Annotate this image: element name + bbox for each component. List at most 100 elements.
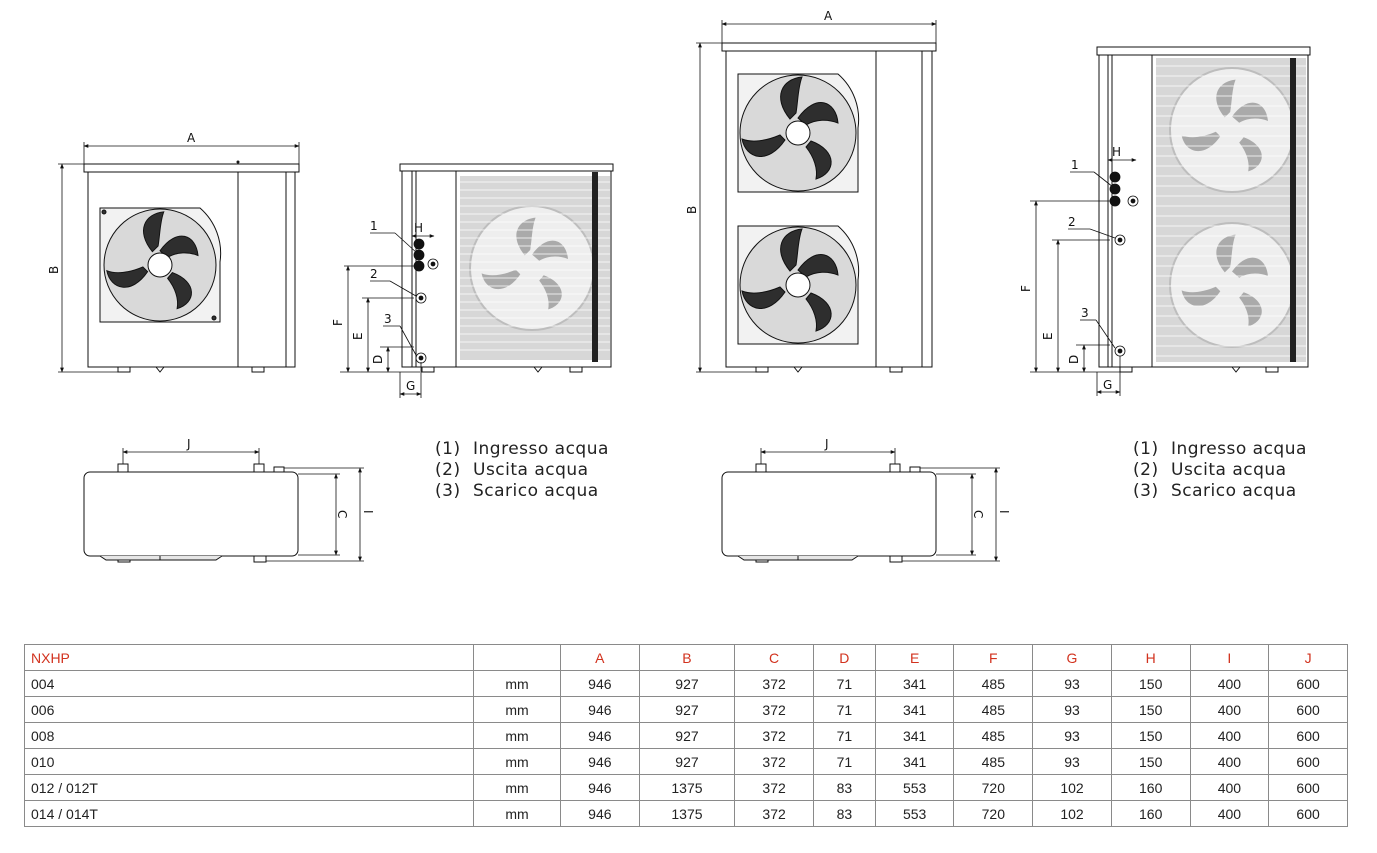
dim-label-c-1: C <box>335 510 349 518</box>
dim-label-i-1: I <box>361 510 375 514</box>
legend-number: (1) <box>435 439 461 459</box>
cell-value: 372 <box>734 696 814 723</box>
unit-small-connections <box>370 232 439 364</box>
technical-drawing: A B <box>47 9 1311 563</box>
cell-value: 400 <box>1189 800 1270 827</box>
dim-label-j-2: J <box>824 437 829 451</box>
header-dimension: H <box>1110 644 1191 671</box>
drawing-canvas: A B <box>47 9 1311 563</box>
cell-value: 400 <box>1189 774 1270 801</box>
cell-value: 71 <box>812 696 876 723</box>
cell-value: 102 <box>1032 774 1112 801</box>
legend-number: (2) <box>435 460 461 480</box>
legend-item: (2)Uscita acqua <box>435 460 609 481</box>
cell-value: 341 <box>874 748 955 775</box>
cell-unit: mm <box>473 774 561 801</box>
header-dimension: J <box>1268 644 1348 671</box>
cell-unit: mm <box>473 722 561 749</box>
cell-value: 93 <box>1032 748 1112 775</box>
cell-value: 372 <box>734 748 814 775</box>
cell-value: 720 <box>953 774 1034 801</box>
legend-right: (1)Ingresso acqua (2)Uscita acqua (3)Sca… <box>1133 439 1307 502</box>
cell-value: 485 <box>953 722 1034 749</box>
unit-large-front-view <box>721 42 937 373</box>
legend-label: Ingresso acqua <box>473 439 609 459</box>
cell-value: 102 <box>1032 800 1112 827</box>
cell-value: 946 <box>560 774 640 801</box>
cell-value: 485 <box>953 670 1034 697</box>
cell-value: 400 <box>1189 670 1270 697</box>
dim-label-c-2: C <box>971 510 985 518</box>
cell-value: 150 <box>1110 748 1191 775</box>
cell-value: 600 <box>1268 696 1348 723</box>
unit-small-top-view <box>83 463 299 563</box>
cell-value: 83 <box>812 774 876 801</box>
cell-value: 946 <box>560 800 640 827</box>
connection-1-label-left: 1 <box>370 219 378 233</box>
legend-label: Uscita acqua <box>1171 460 1287 480</box>
dim-label-b-1: B <box>47 266 61 274</box>
cell-unit: mm <box>473 800 561 827</box>
cell-unit: mm <box>473 696 561 723</box>
cell-model: 006 <box>24 696 474 723</box>
cell-value: 600 <box>1268 800 1348 827</box>
dim-label-j-1: J <box>186 437 191 451</box>
unit-small-top-dimensions <box>122 448 364 562</box>
legend-label: Scarico acqua <box>473 481 599 501</box>
unit-large-top-view <box>721 463 937 563</box>
unit-small-front-dimensions <box>58 142 300 373</box>
cell-value: 372 <box>734 800 814 827</box>
cell-value: 600 <box>1268 748 1348 775</box>
legend-number: (3) <box>1133 481 1159 501</box>
cell-model: 004 <box>24 670 474 697</box>
cell-value: 600 <box>1268 670 1348 697</box>
cell-value: 341 <box>874 670 955 697</box>
legend-item: (3) Scarico acqua <box>1133 481 1307 502</box>
dim-label-f-2: F <box>1019 285 1033 292</box>
cell-value: 93 <box>1032 670 1112 697</box>
cell-value: 927 <box>638 722 736 749</box>
header-unit <box>473 644 561 671</box>
legend-item: (1)Ingresso acqua <box>1133 439 1307 460</box>
header-dimension: I <box>1189 644 1270 671</box>
cell-value: 1375 <box>638 800 736 827</box>
cell-value: 927 <box>638 748 736 775</box>
cell-value: 71 <box>812 670 876 697</box>
cell-value: 485 <box>953 748 1034 775</box>
header-dimension: B <box>638 644 736 671</box>
header-dimension: G <box>1032 644 1112 671</box>
cell-model: 012 / 012T <box>24 774 474 801</box>
legend-label: Scarico acqua <box>1171 481 1297 501</box>
cell-value: 160 <box>1110 800 1191 827</box>
dim-label-f-1: F <box>331 319 345 326</box>
cell-value: 372 <box>734 670 814 697</box>
dim-label-e-2: E <box>1041 332 1055 340</box>
cell-value: 341 <box>874 696 955 723</box>
header-dimension: A <box>560 644 640 671</box>
unit-large-side-grille <box>1156 58 1306 362</box>
cell-value: 553 <box>874 800 955 827</box>
cell-value: 927 <box>638 670 736 697</box>
cell-value: 400 <box>1189 748 1270 775</box>
header-dimension: D <box>812 644 876 671</box>
dim-label-d-1: D <box>371 355 385 364</box>
dim-label-a-1: A <box>187 131 196 145</box>
dim-label-g-1: G <box>406 379 415 393</box>
cell-value: 93 <box>1032 722 1112 749</box>
dim-label-h-2: H <box>1112 145 1121 159</box>
cell-value: 600 <box>1268 722 1348 749</box>
cell-value: 400 <box>1189 696 1270 723</box>
cell-model: 014 / 014T <box>24 800 474 827</box>
dim-label-e-1: E <box>351 332 365 340</box>
dim-label-h-1: H <box>414 221 423 235</box>
cell-value: 600 <box>1268 774 1348 801</box>
connection-3-label-right: 3 <box>1081 306 1089 320</box>
cell-model: 010 <box>24 748 474 775</box>
cell-value: 83 <box>812 800 876 827</box>
header-dimension: C <box>734 644 814 671</box>
cell-value: 720 <box>953 800 1034 827</box>
